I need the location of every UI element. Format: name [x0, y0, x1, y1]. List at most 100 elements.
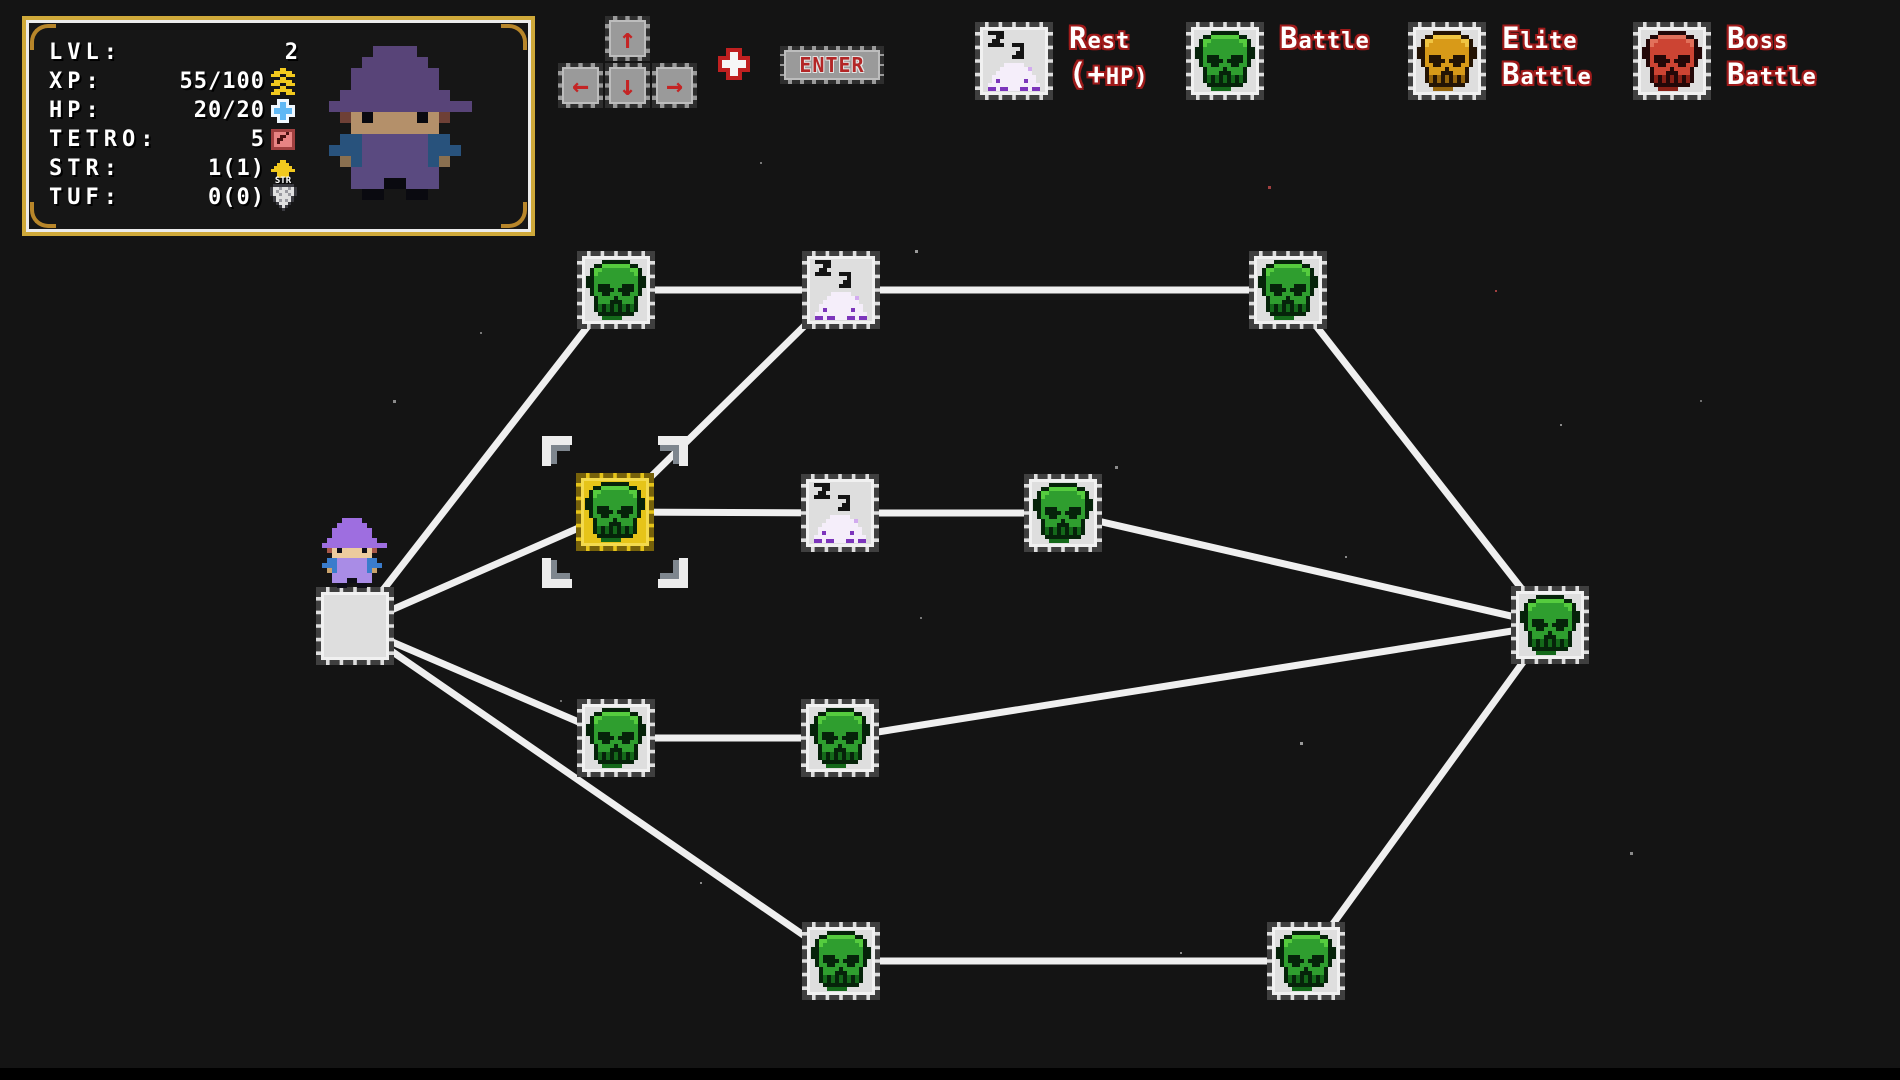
down-arrow-icon: ↓ — [619, 69, 636, 102]
star — [1345, 556, 1347, 558]
xp-chevrons-icon — [267, 67, 299, 96]
elite-battle-node-icon — [1408, 22, 1486, 100]
legend-line: Boss — [1727, 21, 1789, 55]
star — [920, 617, 922, 619]
legend-line: Elite — [1502, 21, 1578, 55]
enter-key: ENTER — [780, 46, 884, 84]
battle-node-icon — [1186, 22, 1264, 100]
star — [700, 882, 702, 884]
map-node-start — [316, 587, 394, 665]
map-node-battle[interactable] — [802, 922, 880, 1000]
star — [1180, 952, 1182, 954]
legend-entry-boss-battle: Boss Battle — [1633, 22, 1817, 100]
map-node-battle[interactable] — [1511, 586, 1589, 664]
legend-label: Boss Battle — [1727, 22, 1817, 100]
star — [1115, 466, 1118, 469]
stat-rows: LVL: 2 XP: 55/100 HP: 20/20 TETRO: 5 STR… — [49, 38, 299, 212]
map-node-battle[interactable] — [577, 699, 655, 777]
stat-row-tetro: TETRO: 5 — [49, 125, 299, 154]
star — [1700, 400, 1702, 402]
enter-key-label: ENTER — [799, 53, 865, 77]
star — [1268, 186, 1271, 189]
star — [1630, 852, 1633, 855]
star — [915, 250, 918, 253]
map-node-battle[interactable] — [1024, 474, 1102, 552]
legend-line: Rest — [1069, 21, 1131, 55]
selection-cursor-corner-icon — [542, 558, 572, 588]
rest-node-icon — [975, 22, 1053, 100]
star — [480, 332, 482, 334]
bottom-bar — [0, 1068, 1900, 1080]
panel-ornament-icon — [30, 24, 56, 50]
map-edge — [353, 622, 618, 742]
stat-label: TUF: — [49, 185, 122, 210]
selection-cursor-corner-icon — [658, 436, 688, 466]
up-arrow-key: ↑ — [605, 16, 650, 61]
up-arrow-icon: ↑ — [619, 22, 636, 55]
player-wizard-sprite — [322, 518, 387, 588]
stat-label: XP: — [49, 69, 104, 94]
stat-row-str: STR: 1(1) STR — [49, 154, 299, 186]
legend-line: Battle — [1727, 57, 1817, 91]
str-up-arrow-icon: STR — [267, 154, 299, 186]
wizard-avatar — [329, 46, 472, 200]
map-edge — [1303, 622, 1553, 964]
map-edge — [1285, 287, 1553, 628]
panel-ornament-icon — [30, 202, 56, 228]
stat-row-hp: HP: 20/20 — [49, 96, 299, 125]
player-stats-panel: LVL: 2 XP: 55/100 HP: 20/20 TETRO: 5 STR… — [22, 16, 535, 236]
map-node-rest[interactable] — [801, 474, 879, 552]
map-edge — [1062, 509, 1551, 629]
stat-value: 20/20 — [193, 98, 265, 123]
selection-cursor-corner-icon — [542, 436, 572, 466]
map-node-battle[interactable] — [801, 699, 879, 777]
panel-ornament-icon — [501, 24, 527, 50]
left-arrow-icon: ← — [572, 69, 589, 102]
stat-row-level: LVL: 2 — [49, 38, 299, 67]
stat-value: 5 — [250, 127, 265, 152]
stat-value: 55/100 — [179, 69, 265, 94]
map-edge — [353, 508, 617, 630]
star — [393, 400, 396, 403]
star — [1560, 424, 1562, 426]
stat-value: 0(0) — [208, 185, 265, 210]
down-arrow-key: ↓ — [605, 63, 650, 108]
selection-cursor-corner-icon — [658, 558, 688, 588]
star — [1495, 290, 1497, 292]
map-edge — [839, 621, 1551, 742]
left-arrow-key: ← — [558, 63, 603, 108]
stat-row-xp: XP: 55/100 — [49, 67, 299, 96]
star — [1300, 742, 1303, 745]
star — [560, 700, 562, 702]
stat-label: HP: — [49, 98, 104, 123]
map-node-battle[interactable] — [1249, 251, 1327, 329]
stat-label: LVL: — [49, 40, 122, 65]
map-node-battle[interactable] — [576, 473, 654, 551]
legend-entry-battle: Battle — [1186, 22, 1370, 100]
stat-label: STR: — [49, 156, 122, 181]
legend-label: Elite Battle — [1502, 22, 1592, 100]
legend-label: Rest (+HP) — [1069, 22, 1149, 100]
legend-line: Battle — [1502, 57, 1592, 91]
hp-cross-icon — [267, 96, 299, 125]
legend-line: (+HP) — [1069, 57, 1149, 91]
shield-icon — [267, 183, 299, 212]
plus-icon — [718, 48, 750, 80]
stat-row-tuf: TUF: 0(0) — [49, 183, 299, 212]
legend-label: Battle — [1280, 22, 1370, 100]
right-arrow-icon: → — [666, 69, 683, 102]
boss-battle-node-icon — [1633, 22, 1711, 100]
map-edge — [353, 623, 843, 964]
star — [760, 162, 762, 164]
legend-entry-rest: Rest (+HP) — [975, 22, 1149, 100]
map-edge — [352, 287, 619, 629]
map-node-battle[interactable] — [577, 251, 655, 329]
stat-label: TETRO: — [49, 127, 159, 152]
legend-entry-elite-battle: Elite Battle — [1408, 22, 1592, 100]
map-node-battle[interactable] — [1267, 922, 1345, 1000]
stat-value: 2 — [284, 40, 299, 65]
stat-value: 1(1) — [208, 156, 265, 181]
str-caption: STR — [274, 176, 292, 186]
legend-line: Battle — [1280, 21, 1370, 55]
map-node-rest[interactable] — [802, 251, 880, 329]
